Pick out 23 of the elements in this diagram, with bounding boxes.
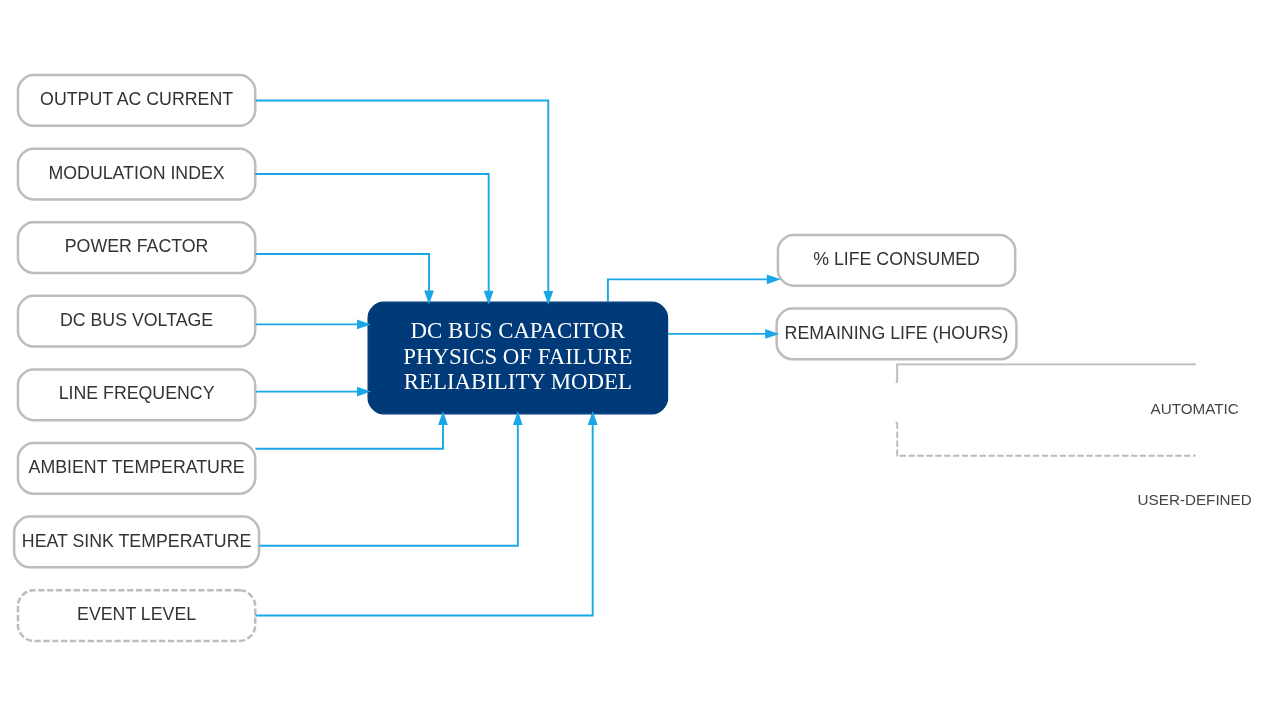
legend-label: USER-DEFINED: [1137, 490, 1252, 508]
arrow: [254, 172, 494, 305]
arrow: [254, 410, 598, 616]
arrow: [254, 319, 371, 329]
node-box: HEAT SINK TEMPERATURE: [12, 514, 261, 569]
arrow: [254, 386, 371, 396]
arrow: [254, 99, 554, 305]
node-box: MODULATION INDEX: [16, 146, 257, 201]
arrow: [258, 410, 523, 547]
node-box: EVENT LEVEL: [16, 588, 257, 642]
node-box: AMBIENT TEMPERATURE: [16, 441, 257, 495]
arrow: [606, 273, 781, 303]
node-box: REMAINING LIFE (HOURS): [775, 306, 1018, 361]
node-box: DC BUS VOLTAGE: [16, 294, 257, 348]
arrow: [667, 328, 780, 339]
legend-label: AUTOMATIC: [1150, 399, 1239, 417]
node-box: POWER FACTOR: [16, 220, 257, 274]
arrow: [254, 410, 448, 450]
node-box: % LIFE CONSUMED: [776, 233, 1017, 287]
node-box: DC BUS CAPACITOR PHYSICS OF FAILURE RELIABILITY MODEL: [367, 301, 669, 414]
node-box: LINE FREQUENCY: [16, 367, 257, 421]
arrow: [254, 252, 434, 305]
node-box: OUTPUT AC CURRENT: [16, 73, 257, 127]
